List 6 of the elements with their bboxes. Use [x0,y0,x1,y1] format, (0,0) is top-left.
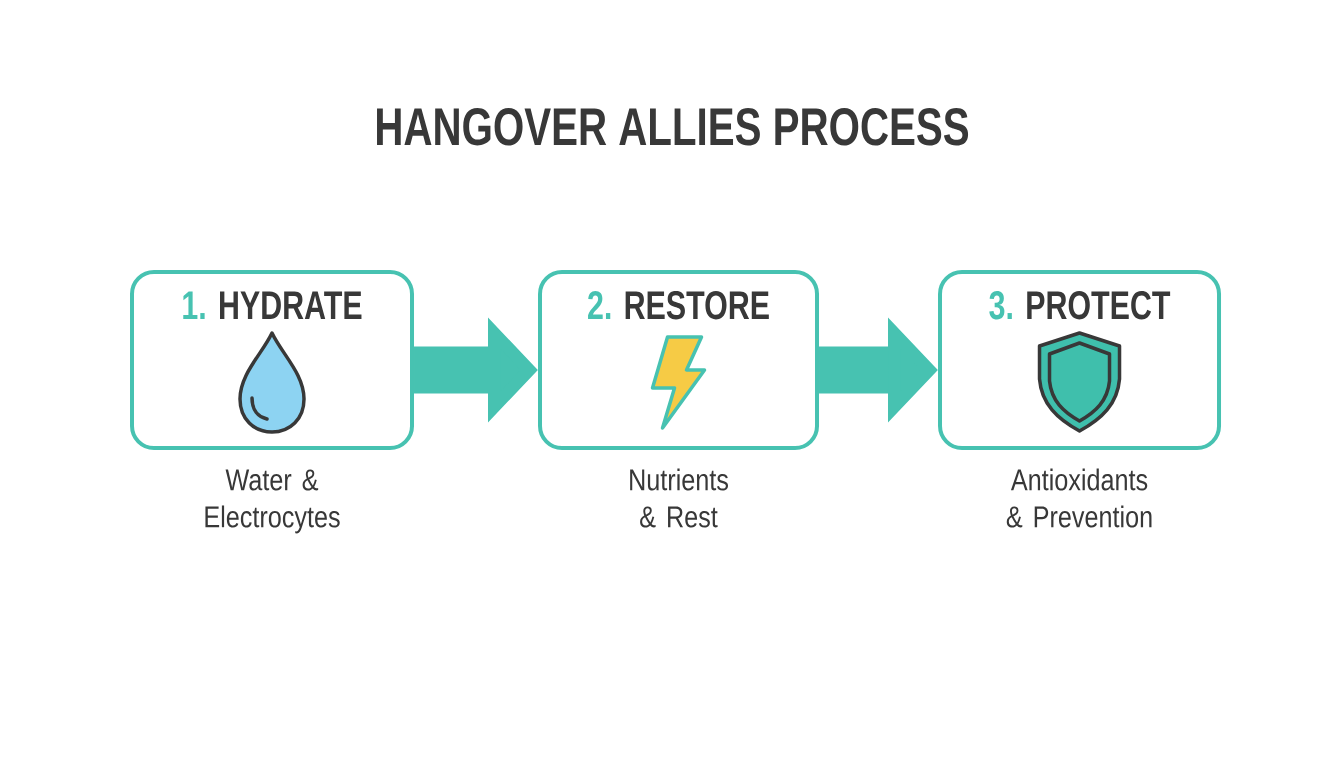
step-caption: Water & Electrocytes [205,469,340,534]
process-box: 1. HYDRATE [130,270,414,450]
title: HANGOVER ALLIES PROCESS [377,108,969,146]
process-box: 2. RESTORE [538,270,819,450]
step-caption: Nutrients & Rest [630,468,728,528]
step-caption: Antioxidants & Prevention [1006,468,1152,528]
